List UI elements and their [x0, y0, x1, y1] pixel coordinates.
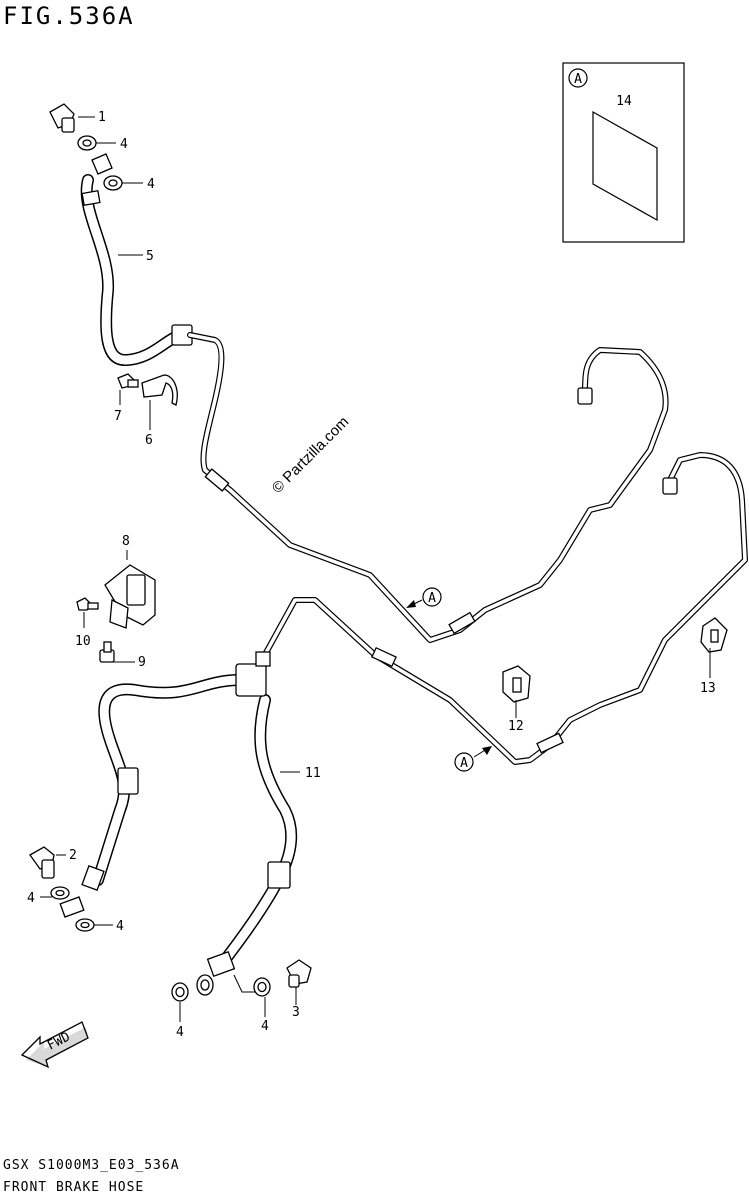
callout-8: 8	[122, 534, 130, 549]
callout-4f: 4	[261, 1019, 269, 1034]
leader-lines	[40, 116, 711, 1022]
inset-box: A 14	[562, 62, 685, 243]
callout-4c: 4	[27, 891, 35, 906]
callout-4b: 4	[147, 177, 155, 192]
inset-marker: A	[574, 72, 582, 87]
callout-4e: 4	[176, 1025, 184, 1040]
section-marker-a-lower: A	[454, 746, 492, 772]
callout-1: 1	[98, 110, 106, 125]
callout-6: 6	[145, 433, 153, 448]
watermark: © Partzilla.com	[269, 413, 352, 496]
svg-text:A: A	[460, 756, 468, 771]
sticker-14	[592, 110, 658, 222]
callout-4a: 4	[120, 137, 128, 152]
callout-10: 10	[75, 634, 91, 649]
figure-title: FIG.536A	[3, 2, 135, 30]
callout-5: 5	[146, 249, 154, 264]
upper-brake-line	[187, 332, 669, 643]
callout-7: 7	[114, 409, 122, 424]
callout-3: 3	[292, 1005, 300, 1020]
svg-text:A: A	[428, 591, 436, 606]
callout-2: 2	[69, 848, 77, 863]
lower-brake-line	[259, 452, 748, 765]
section-marker-a-upper: A	[406, 587, 442, 608]
callout-11: 11	[305, 766, 321, 781]
lower-hose-11	[59, 651, 298, 993]
callout-13: 13	[700, 681, 716, 696]
fwd-arrow: FWD	[20, 1021, 89, 1069]
callout-12: 12	[508, 719, 524, 734]
callout-9: 9	[138, 655, 146, 670]
drawing-code: GSX S1000M3_E03_536A	[3, 1158, 180, 1173]
upper-hose-5	[80, 153, 193, 366]
callout-labels: 1 4 4 5 7 6 8 10 9 11 2 4 4 3 4 4 12 13	[27, 110, 716, 1040]
drawing-name: FRONT BRAKE HOSE	[3, 1180, 145, 1195]
callout-4d: 4	[116, 919, 124, 934]
callout-14: 14	[616, 94, 632, 109]
hardware	[29, 103, 728, 1002]
